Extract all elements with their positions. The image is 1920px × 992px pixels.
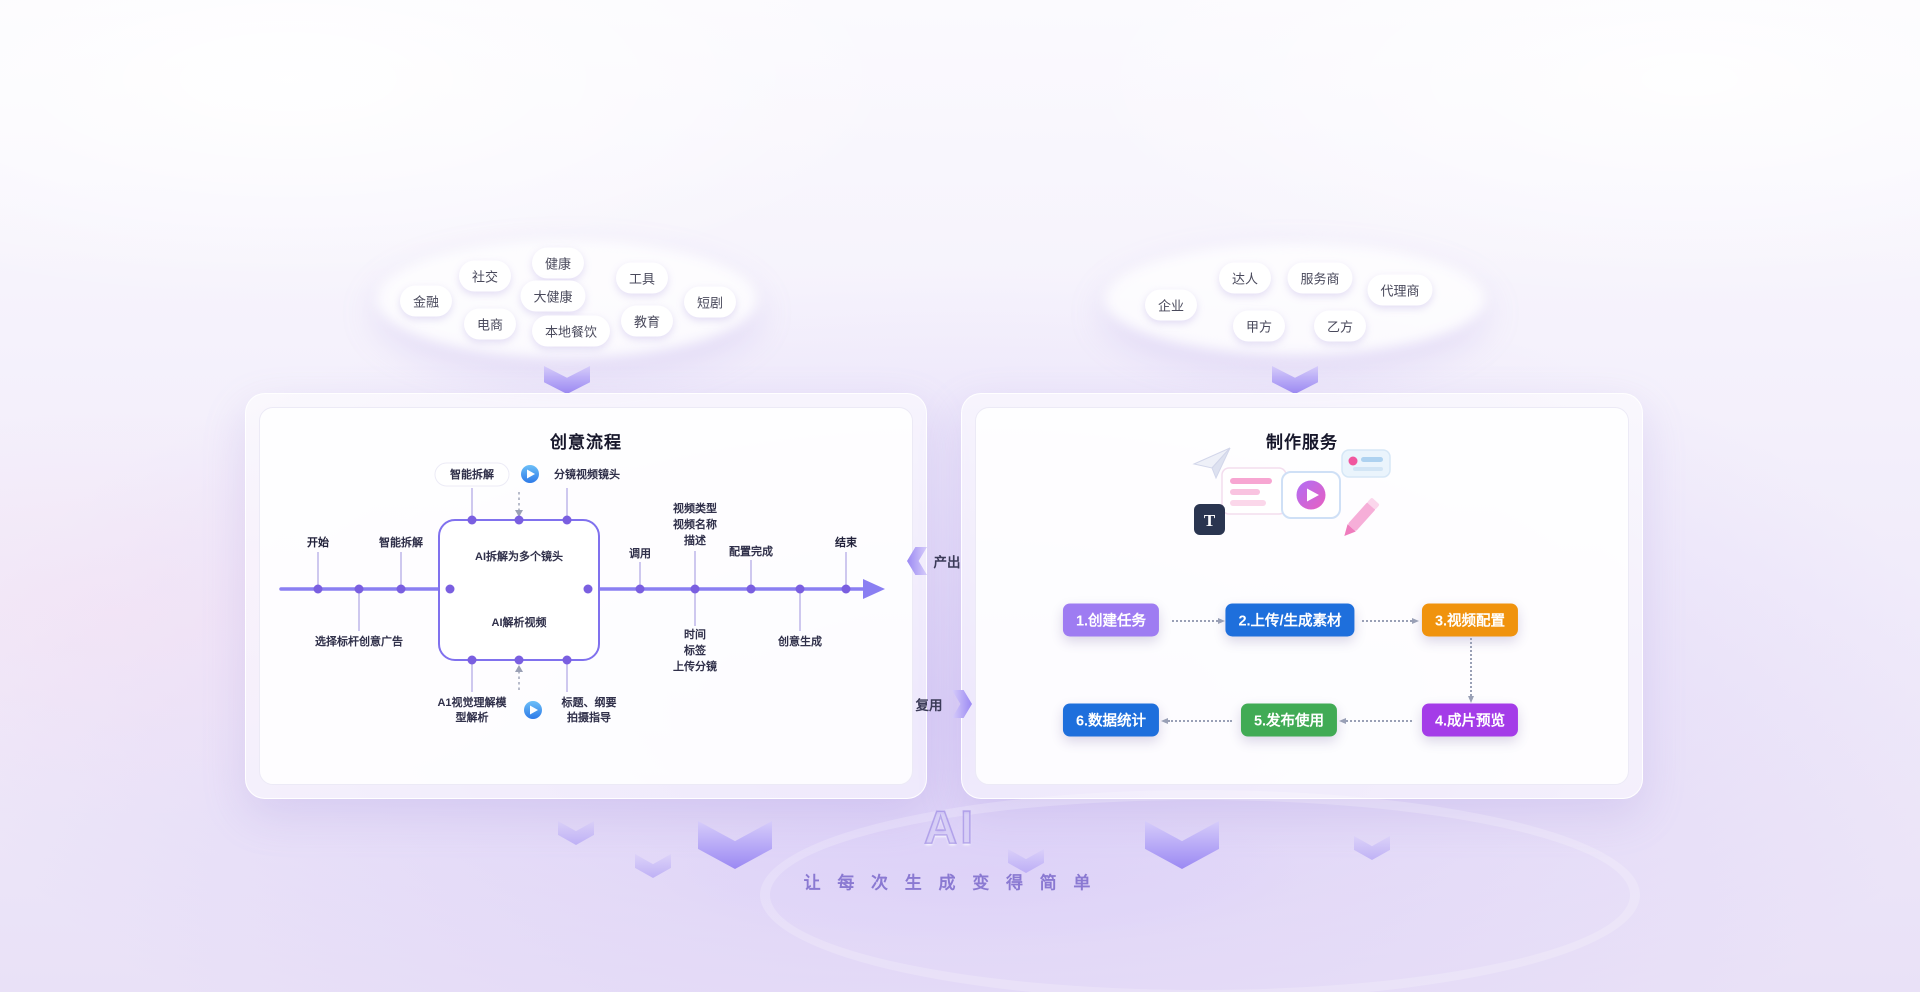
step-upload-material-button[interactable]: 2.上传/生成素材 [1225, 603, 1355, 637]
creative-process-inner: 创意流程 [259, 407, 913, 785]
step-statistics-button[interactable]: 6.数据统计 [1062, 703, 1160, 737]
flow-label-invoke: 调用 [629, 546, 651, 560]
flow-label-time: 时间 [684, 627, 706, 641]
client-tag: 乙方 [1313, 310, 1367, 342]
flow-label-smart-split-top: 智能拆解 [450, 467, 494, 481]
client-tag: 企业 [1144, 289, 1198, 321]
cloud-arrow-down-icon [1272, 366, 1318, 394]
industry-tag: 教育 [620, 305, 674, 337]
video-card [1281, 471, 1341, 519]
flow-label-visual-model-2: 型解析 [456, 710, 489, 724]
flow-label-video-name: 视频名称 [673, 517, 717, 531]
doc-card [1221, 467, 1287, 515]
flow-label-select-ad: 选择标杆创意广告 [315, 634, 403, 648]
flow-label-video-desc: 描述 [684, 533, 706, 547]
production-service-inner: 制作服务 [975, 407, 1629, 785]
output-label: 产出 [933, 555, 961, 570]
flow-label-config-done: 配置完成 [729, 544, 773, 558]
dashed-arrow-down-icon [515, 510, 523, 517]
client-tag: 代理商 [1367, 274, 1433, 306]
svg-text:T: T [1204, 511, 1216, 530]
service-illustration: T [1192, 447, 1391, 536]
chat-card [1341, 449, 1391, 478]
client-tag: 达人 [1218, 262, 1272, 294]
flow-label-upload-storyboard: 上传分镜 [673, 659, 717, 673]
industry-tag: 金融 [399, 285, 453, 317]
flow-label-title-outline-2: 拍摄指导 [567, 710, 611, 724]
flow-label-start: 开始 [307, 535, 329, 549]
industry-tag: 健康 [531, 247, 585, 279]
footer-ai-text: AI [923, 800, 976, 854]
flow-label-idea-generate: 创意生成 [777, 634, 822, 648]
step-arrow-3-4 [1467, 638, 1474, 703]
box-label-split: AI拆解为多个镜头 [475, 549, 563, 563]
flow-label-tag: 标签 [683, 643, 707, 657]
cloud-arrow-down-icon [544, 366, 590, 394]
dashed-arrow-up-icon [515, 665, 523, 672]
flow-label-video-type: 视频类型 [673, 501, 717, 515]
footer-ring [760, 790, 1640, 992]
client-tag: 甲方 [1232, 310, 1286, 342]
step-preview-button[interactable]: 4.成片预览 [1421, 703, 1519, 737]
reuse-label: 复用 [915, 698, 943, 713]
flow-label-title-outline-1: 标题、纲要 [561, 695, 617, 709]
connector-lines [317, 488, 847, 692]
timeline-dots [313, 515, 851, 665]
video-icon [524, 701, 542, 719]
industry-tag: 社交 [458, 260, 512, 292]
box-label-parse: AI解析视频 [492, 615, 547, 629]
creative-panel-title: 创意流程 [550, 433, 622, 452]
footer-slogan: 让 每 次 生 成 变 得 简 单 [803, 873, 1097, 893]
industry-tag: 电商 [463, 308, 517, 340]
step-create-task-button[interactable]: 1.创建任务 [1062, 603, 1160, 637]
step-video-config-button[interactable]: 3.视频配置 [1421, 603, 1519, 637]
production-service-panel: 制作服务 [961, 393, 1643, 799]
industry-tag: 本地餐饮 [531, 315, 611, 347]
industry-tag: 大健康 [520, 280, 586, 312]
text-badge: T [1194, 504, 1225, 535]
pencil-icon [1344, 498, 1380, 536]
paper-plane-icon [1192, 447, 1231, 480]
step-arrow-5-6 [1161, 717, 1232, 724]
step-publish-button[interactable]: 5.发布使用 [1240, 703, 1338, 737]
step-arrow-1-2 [1172, 617, 1225, 624]
industry-tag: 工具 [615, 262, 669, 294]
flow-label-end: 结束 [834, 535, 858, 549]
timeline-arrow-icon [863, 579, 885, 599]
flow-label-visual-model-1: A1视觉理解模 [437, 695, 507, 709]
flow-label-storyboard-shots: 分镜视频镜头 [554, 467, 620, 481]
creative-flowchart: AI拆解为多个镜头 AI解析视频 智能拆解 [279, 462, 885, 724]
flow-label-smart-split: 智能拆解 [379, 535, 423, 549]
ai-process-box [438, 519, 600, 661]
step-arrow-4-5 [1339, 717, 1412, 724]
video-icon [521, 465, 539, 483]
client-tag: 服务商 [1287, 262, 1353, 294]
label-pill [434, 462, 510, 487]
service-panel-title: 制作服务 [1266, 433, 1338, 452]
industry-tag: 短剧 [683, 286, 737, 318]
creative-process-panel: 创意流程 [245, 393, 927, 799]
step-arrow-2-3 [1362, 617, 1419, 624]
